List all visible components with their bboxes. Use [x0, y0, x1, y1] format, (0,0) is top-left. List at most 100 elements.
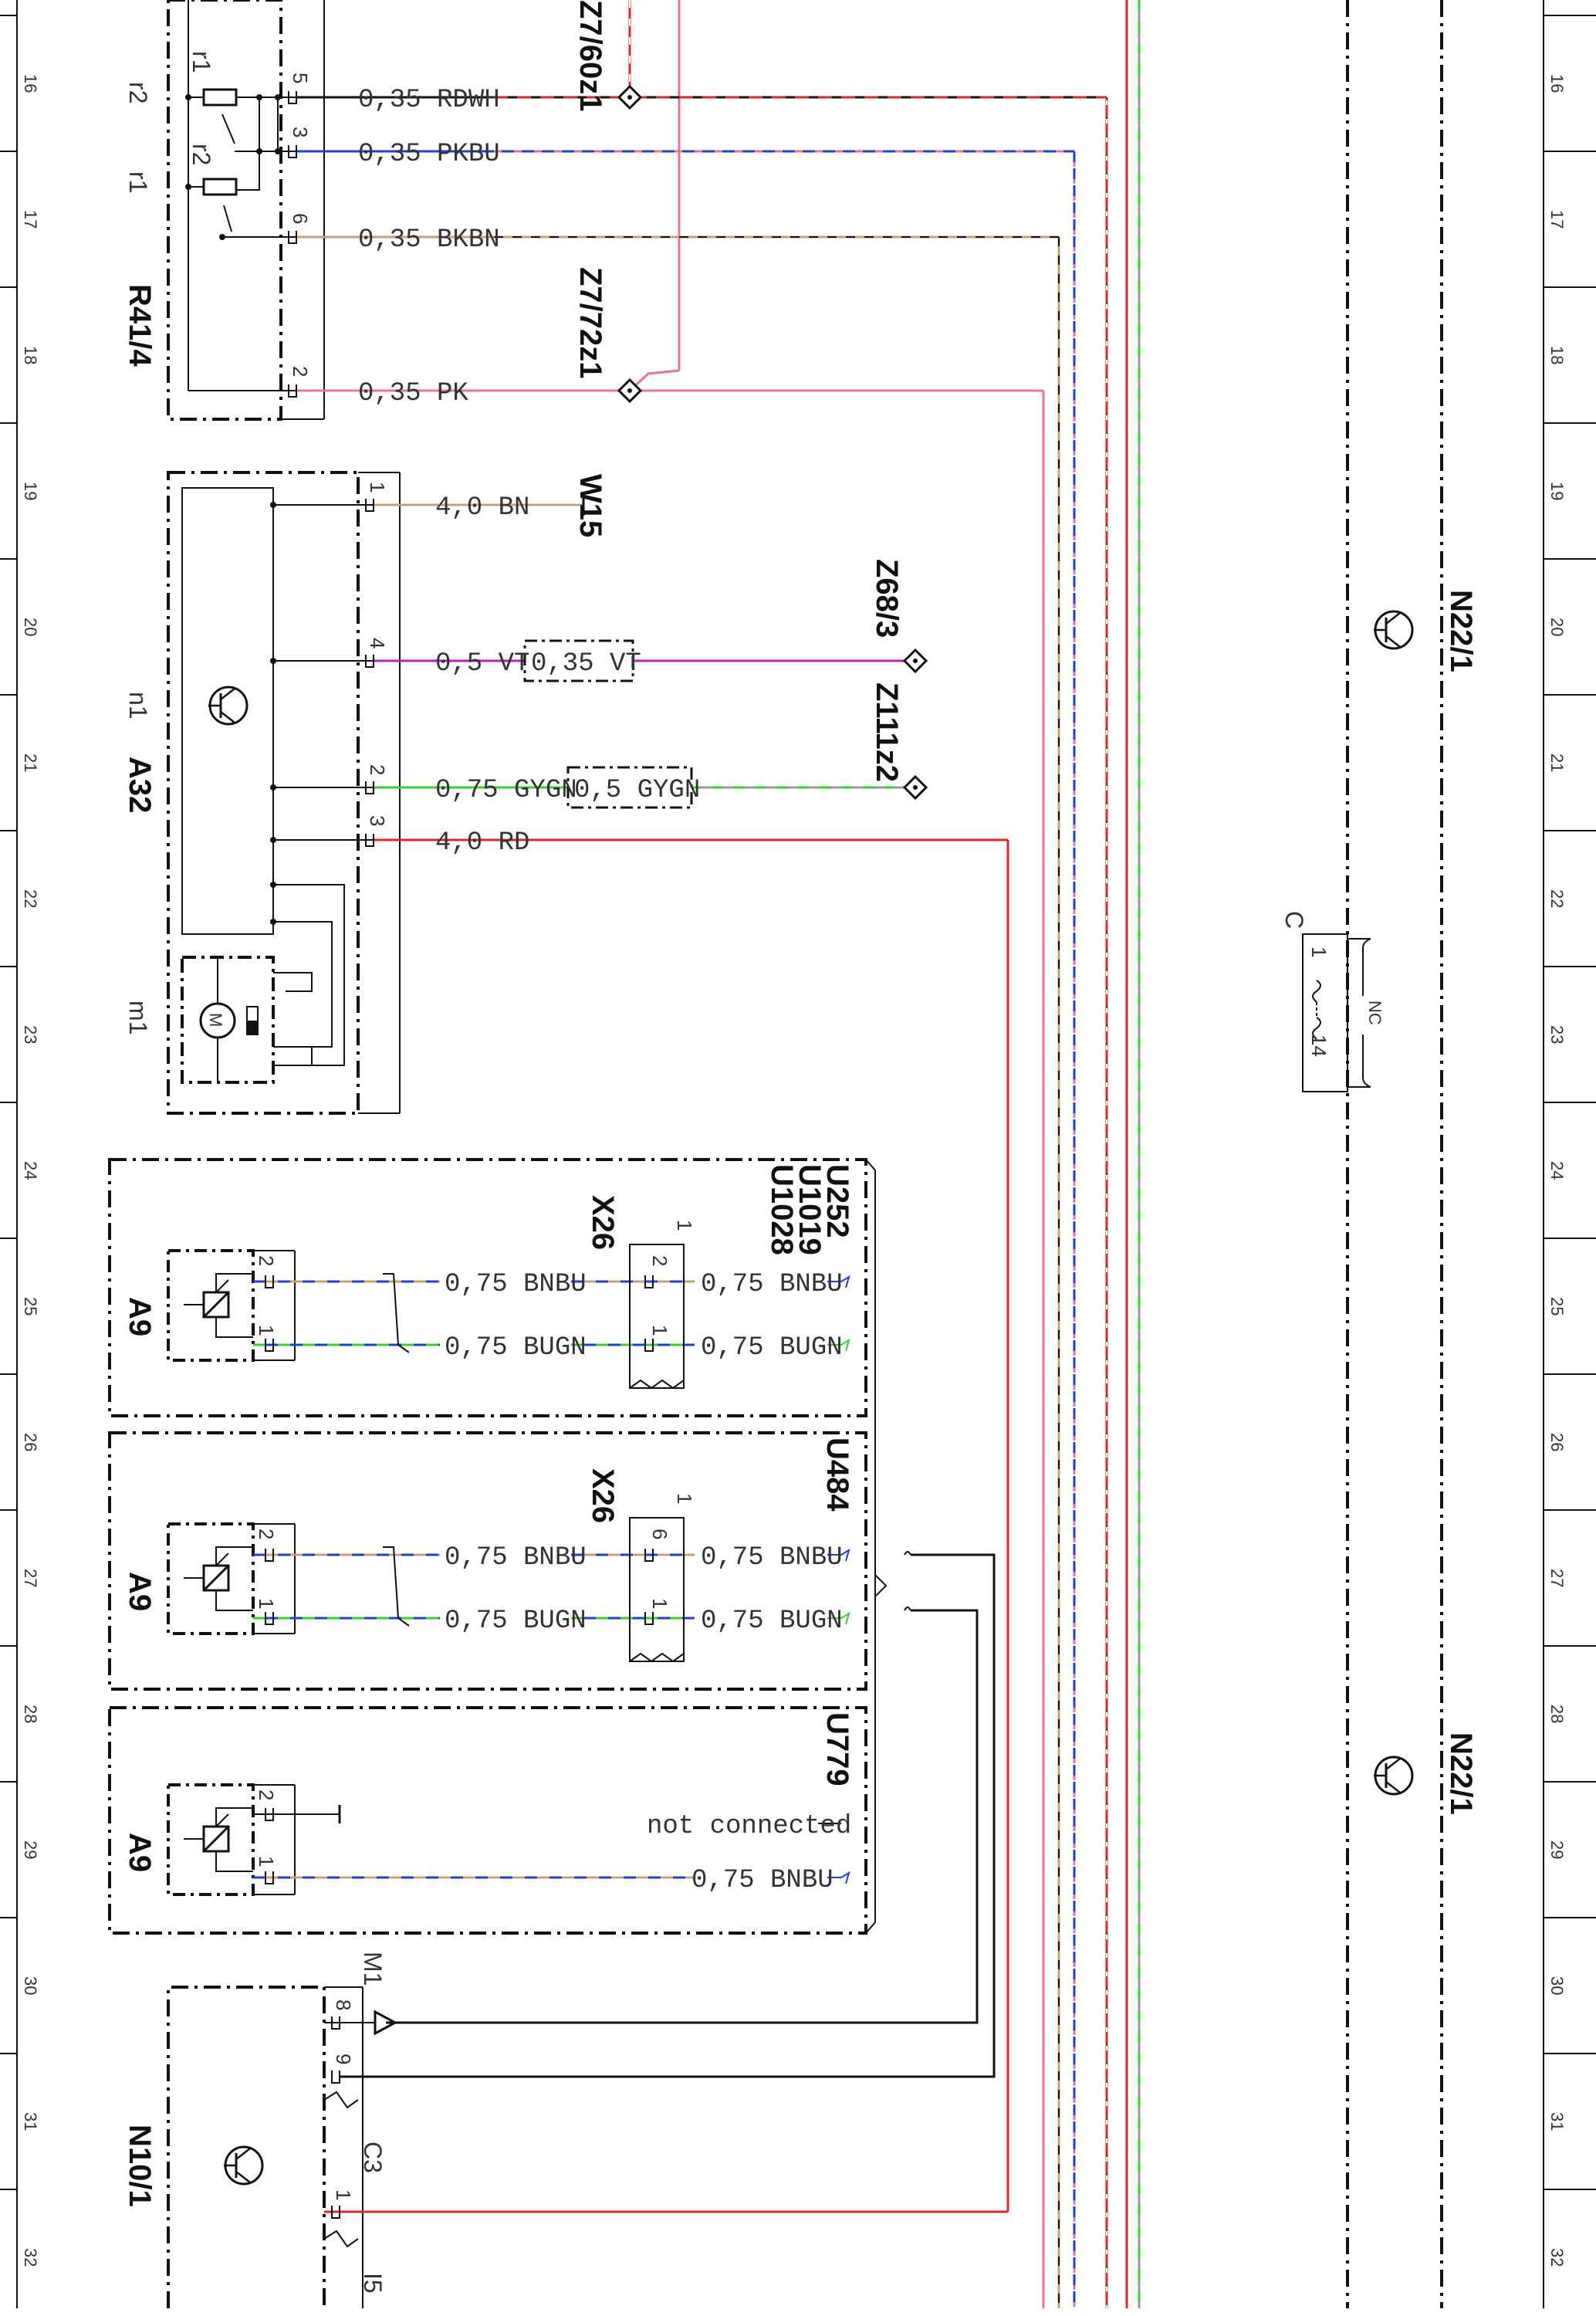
variant-group-3: [108, 1706, 867, 1935]
right-row-strip: [1543, 0, 1596, 2308]
pin-stub: [288, 231, 297, 244]
pin-stub: [265, 1808, 274, 1821]
row-number-left: 25: [21, 1297, 40, 1315]
pin-r41-2: 2: [289, 366, 312, 377]
wire-label-gygn1: 0,75 GYGN: [435, 776, 577, 805]
pin-stub: [644, 1612, 654, 1625]
row-number-left: 18: [21, 346, 40, 364]
label-n1: n1: [124, 692, 152, 720]
label-a9-bot: A9: [123, 1833, 157, 1872]
pin-stub: [365, 499, 374, 512]
pin-stub: [365, 655, 374, 668]
r41-wires: [296, 96, 1107, 392]
wire-label-bugn-1a: 0,75 BUGN: [445, 1333, 587, 1363]
pin-a32-1: 1: [366, 482, 389, 493]
label-conn-c3: C3: [359, 2142, 387, 2173]
label-variant-u1019: U1019: [793, 1164, 827, 1255]
label-variant-u484: U484: [820, 1437, 854, 1512]
pin-n10-8: 8: [332, 1999, 355, 2010]
row-number-right: 17: [1547, 210, 1567, 229]
row-number-right: 30: [1547, 1976, 1567, 1995]
label-n22-1-top: N22/1: [1444, 590, 1478, 672]
group2-to-n10-lines: [340, 1551, 996, 2078]
n10-wires: [324, 2022, 531, 2213]
pin-stub: [288, 384, 297, 398]
splice-lines-top: [628, 0, 681, 392]
pin-a32-2: 2: [366, 764, 389, 775]
wire-label-bkbn: 0,35 BKBN: [358, 225, 500, 255]
label-n22-1-bot: N22/1: [1444, 1732, 1478, 1815]
row-number-left: 29: [21, 1840, 40, 1859]
label-not-connected: not connected: [647, 1812, 851, 1841]
label-r2-outer: r2: [124, 82, 152, 103]
label-x26-b-tab: 1: [673, 1493, 696, 1504]
pin-r41-6: 6: [289, 213, 312, 224]
pin-stub: [265, 1612, 274, 1625]
row-number-right: 27: [1547, 1569, 1567, 1587]
pin-a32-4: 4: [366, 638, 389, 648]
label-variant-u779: U779: [820, 1712, 854, 1786]
pin-n10-9: 9: [332, 2054, 355, 2064]
label-m1: m1: [124, 1001, 152, 1034]
row-number-left: 21: [21, 753, 40, 772]
row-number-left: 19: [21, 482, 40, 500]
pin-stub: [331, 2071, 340, 2084]
wire-label-bnbu-1b: 0,75 BNBU: [701, 1270, 843, 1299]
row-number-right: 21: [1547, 753, 1567, 772]
component-r41-4: [167, 0, 325, 421]
n1-electronic-icon: [208, 686, 249, 726]
label-z7-60: Z7/60z1: [573, 0, 607, 112]
pin-r41-5: 5: [289, 73, 312, 83]
pin-stubs: [265, 91, 654, 2219]
pin-a32-3: 3: [366, 815, 389, 826]
wire-label-bugn-1b: 0,75 BUGN: [701, 1333, 843, 1363]
wire-label-bnbu-3: 0,75 BNBU: [691, 1866, 834, 1895]
label-z68-3: Z68/3: [870, 559, 904, 638]
pin-stub: [288, 145, 297, 158]
label-r1-outer: r1: [124, 171, 152, 193]
label-conn-i5: I5: [359, 2273, 387, 2294]
pin-stub: [644, 1275, 654, 1288]
label-z111z2: Z111z2: [870, 682, 904, 782]
label-variant-u252: U252: [820, 1164, 854, 1238]
label-a9-top: A9: [123, 1297, 157, 1336]
label-x26-a: X26: [586, 1195, 620, 1250]
row-number-left: 22: [21, 889, 40, 908]
pin-stub: [644, 1549, 654, 1562]
label-switch-nc: NC: [1365, 1001, 1385, 1025]
wire-label-bn: 4,0 BN: [435, 493, 529, 523]
row-number-right: 19: [1547, 482, 1567, 500]
label-conn-m1: M1: [359, 1952, 387, 1986]
label-r1-inner: r1: [188, 51, 215, 73]
pin-stub: [288, 91, 297, 104]
a32-wires: [374, 494, 1008, 841]
left-row-strip: [0, 0, 18, 2308]
component-n22-1-border: [1346, 0, 1443, 2308]
n22-bot-icon: [1374, 1756, 1414, 1796]
wire-label-bugn-2a: 0,75 BUGN: [445, 1607, 587, 1636]
row-number-right: 26: [1547, 1433, 1567, 1451]
variant-group-1: [108, 1158, 867, 1417]
label-a32: A32: [123, 757, 157, 813]
row-number-right: 29: [1547, 1840, 1567, 1859]
row-number-right: 28: [1547, 1705, 1567, 1723]
pin-stub: [331, 2206, 340, 2219]
row-number-left: 27: [21, 1569, 40, 1587]
pin-r41-3: 3: [289, 127, 312, 137]
wire-label-pk: 0,35 PK: [358, 379, 468, 408]
label-r41-4: R41/4: [123, 284, 157, 367]
variant-group-2: [108, 1431, 867, 1691]
wire-label-rdwh: 0,35 RDWH: [358, 86, 500, 115]
pin-a9mid-1: 1: [255, 1598, 278, 1609]
row-number-left: 24: [21, 1161, 40, 1180]
wire-label-bnbu-2b: 0,75 BNBU: [701, 1543, 843, 1573]
label-motor-m: M: [206, 1013, 225, 1027]
nc-switch: [1302, 933, 1371, 1092]
wire-label-rd: 4,0 RD: [435, 828, 529, 858]
label-x26-b: X26: [586, 1468, 620, 1523]
splice-z68-3: [902, 648, 928, 674]
row-number-left: 28: [21, 1705, 40, 1723]
